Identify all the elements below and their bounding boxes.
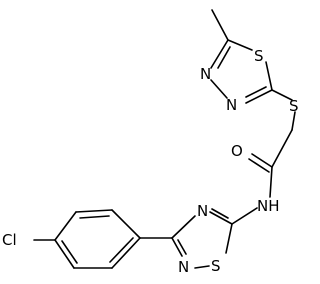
bond-ph-2 (75, 209, 113, 213)
bond-c3-n2 (171, 237, 183, 257)
bond-c2-s (271, 89, 293, 101)
bond-c5-n4-inner (211, 208, 229, 219)
bond-ph-6-inner (109, 237, 134, 263)
structure-canvas: S N N S O NH N N S Cl (2, 9, 299, 276)
bond-ph-1 (111, 209, 141, 239)
atom-cl: Cl (2, 231, 17, 249)
bond-ph-3 (54, 211, 77, 241)
atom-n-thiadiazole-b: N (226, 96, 237, 114)
bond-methyl (211, 9, 229, 41)
molecule-drawing: S N N S O NH N N S Cl (2, 9, 299, 276)
atom-n-oxadiazole-b: N (178, 258, 189, 276)
bond-ph-4 (54, 239, 75, 269)
atom-s-thioether: S (289, 97, 299, 115)
atom-s-oxadiazole: S (211, 257, 221, 275)
bond-n4-c5 (210, 39, 229, 69)
bond-s-ch2 (291, 111, 296, 131)
atom-n-oxadiazole-a: N (197, 202, 208, 220)
bond-n4-c3 (171, 215, 196, 239)
bond-ch2-carbonyl (271, 129, 293, 168)
bond-c-nh (269, 166, 273, 198)
bond-c3-n2-inner (177, 239, 187, 255)
atom-o-carbonyl: O (231, 142, 243, 160)
bond-ph-2-inner (79, 215, 110, 219)
bond-nh-c5ring (231, 207, 258, 225)
bond-n2-s1 (194, 265, 210, 269)
bond-s1-c5 (225, 223, 233, 254)
bond-c2-n3-inner (245, 86, 267, 98)
bond-c5-n4 (209, 211, 233, 225)
atom-nh-amide: NH (257, 197, 280, 215)
bond-ph-6 (111, 237, 141, 269)
atom-s-thiadiazole: S (254, 47, 264, 65)
bond-s1-c2 (265, 61, 273, 91)
bond-c5-s1 (227, 39, 253, 51)
bond-n3-n4 (210, 79, 228, 99)
bond-c2-n3 (245, 89, 273, 104)
bond-n4-c5-inner (217, 46, 231, 69)
bond-ph-4-inner (61, 240, 78, 264)
bond-co-1 (251, 153, 273, 168)
bond-co-2 (248, 158, 270, 173)
atom-n-thiadiazole-a: N (200, 65, 211, 83)
